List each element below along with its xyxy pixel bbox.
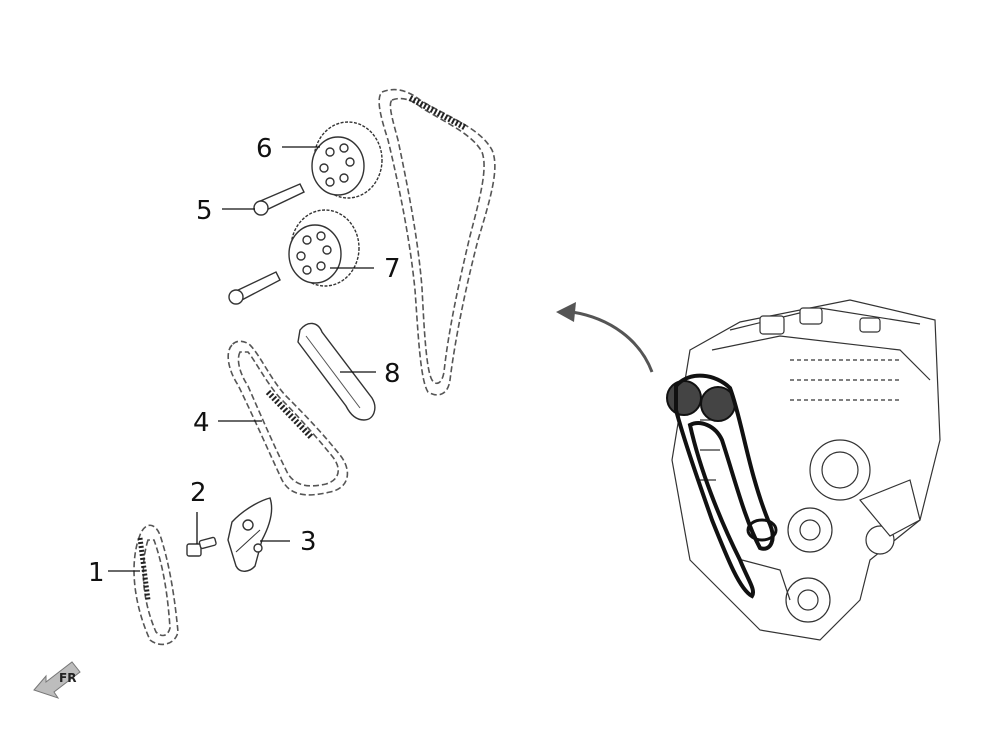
- balance-shaft-chain: [227, 340, 349, 496]
- lower-timing-chain: [133, 524, 179, 646]
- chain-tensioner: [227, 497, 273, 572]
- curved-pointer-arrow-icon: [556, 302, 654, 373]
- chain-guide-rail: [297, 322, 376, 421]
- engine-assembly-illustration: [671, 299, 941, 641]
- fr-label: FR: [59, 671, 76, 685]
- callout-6: 6: [256, 134, 273, 164]
- arrow-left-icon: [33, 661, 81, 699]
- exhaust-cam-sprocket: [311, 121, 383, 199]
- callout-8: 8: [384, 359, 401, 389]
- callout-3: 3: [300, 527, 317, 557]
- callout-4: 4: [193, 408, 210, 438]
- sprocket-bolts: [228, 183, 305, 305]
- callout-1: 1: [88, 558, 105, 588]
- tensioner-bolt: [186, 536, 217, 557]
- engine-timing-chain-highlight: [666, 373, 778, 599]
- upper-timing-chain: [378, 88, 496, 396]
- front-direction-indicator: FR: [33, 661, 81, 699]
- callout-5: 5: [196, 196, 213, 226]
- callout-2: 2: [190, 478, 207, 508]
- intake-cam-sprocket: [288, 209, 360, 287]
- callout-7: 7: [384, 254, 401, 284]
